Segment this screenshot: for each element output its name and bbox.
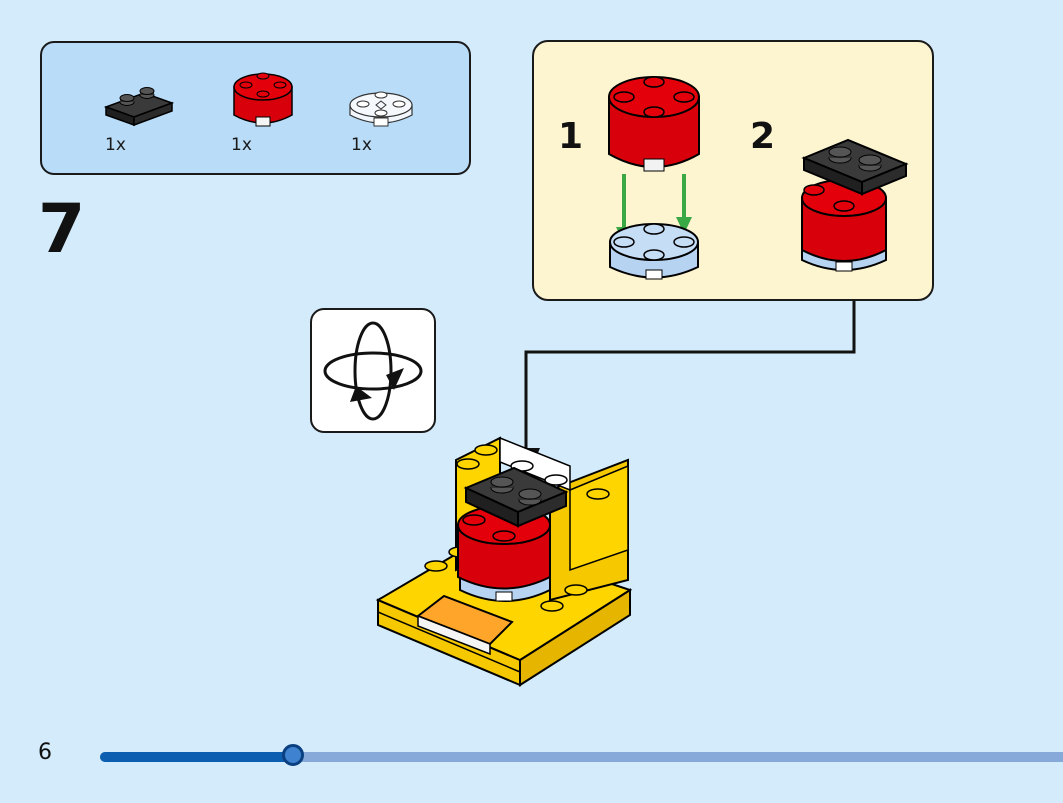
red-round-brick-part <box>233 72 293 127</box>
progress-bar <box>100 744 1063 766</box>
subassembly-panel: 1 2 <box>532 40 934 301</box>
transparent-round-plate-part <box>349 91 413 127</box>
substep-1-illustration <box>608 76 700 280</box>
page-number: 6 <box>38 740 52 765</box>
substep-number: 2 <box>750 116 776 157</box>
substep-number: 1 <box>558 116 584 157</box>
parts-qty: 1x <box>351 135 372 155</box>
rotate-model-hint <box>310 308 436 433</box>
model-illustration <box>375 436 633 687</box>
step-number: 7 <box>38 190 86 269</box>
progress-bar-knob <box>281 744 304 766</box>
rotate-model-icon <box>323 321 423 421</box>
black-plate-1x2-part <box>104 87 174 127</box>
parts-list-panel: 1x 1x 1x <box>40 41 471 175</box>
progress-bar-fill <box>100 752 293 762</box>
parts-qty: 1x <box>105 135 126 155</box>
substep-2-illustration <box>801 138 909 272</box>
parts-qty: 1x <box>231 135 252 155</box>
